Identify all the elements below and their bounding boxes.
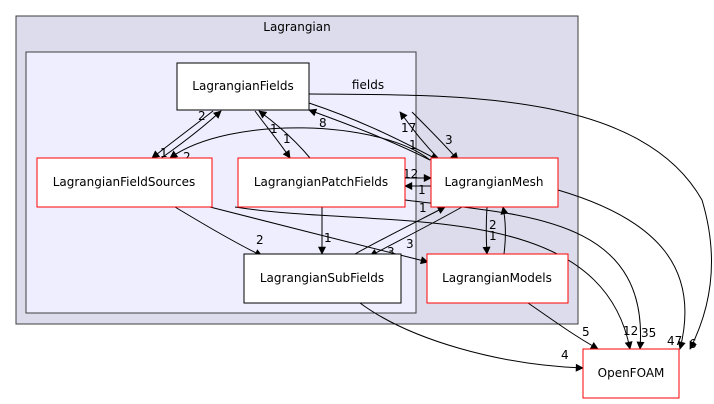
edge-label-mesh-to-models: 2 <box>489 218 497 232</box>
edge-label-sub-to-mesh: 1 <box>419 201 427 215</box>
edge-label-fs-to-fields: 2 <box>198 109 206 123</box>
edge-label-patch-to-openfoam: 35 <box>641 326 656 340</box>
edge-label-fs-to-sub: 2 <box>256 233 264 247</box>
node-label-lagrangian-patch-fields: LagrangianPatchFields <box>254 175 388 189</box>
edge-label-fs-to-openfoam: 12 <box>623 324 638 338</box>
node-openfoam[interactable]: OpenFOAM <box>582 348 680 399</box>
node-label-lagrangian-field-sources: LagrangianFieldSources <box>53 175 196 189</box>
edge-label-fields-to-mesh-a: 1 <box>409 138 417 152</box>
edge-mesh-to-fs <box>169 127 431 161</box>
edge-mesh-to-fields-a <box>308 108 431 161</box>
edge-label-mesh-to-openfoam: 47 <box>667 334 682 348</box>
edge-label-models-to-openfoam: 5 <box>582 325 590 339</box>
edge-fs-to-models <box>209 206 429 265</box>
node-label-lagrangian-sub-fields: LagrangianSubFields <box>260 271 384 285</box>
edge-label-patch-to-mesh: 12 <box>403 167 418 181</box>
node-label-lagrangian-models: LagrangianModels <box>442 271 552 285</box>
edge-label-mesh-to-fields-b: 17 <box>401 121 416 135</box>
edge-fields-to-fs <box>151 110 214 159</box>
node-lagrangian-models[interactable]: LagrangianModels <box>426 253 569 304</box>
edge-sub-to-openfoam <box>359 302 584 372</box>
edge-label-patch-to-sub: 1 <box>324 231 332 245</box>
edge-fields-to-mesh-a <box>308 102 439 161</box>
node-lagrangian-field-sources[interactable]: LagrangianFieldSources <box>36 157 213 208</box>
edge-fields-to-mesh-b <box>411 111 459 161</box>
fields-cluster-label: fields <box>352 78 384 92</box>
edges <box>151 93 712 372</box>
edge-label-fs-to-models: 3 <box>406 237 414 251</box>
edge-mesh-to-openfoam <box>557 189 686 350</box>
edge-label-mesh-to-patch: 1 <box>418 183 426 197</box>
edge-label-sub-to-openfoam: 4 <box>561 348 569 362</box>
node-lagrangian-mesh[interactable]: LagrangianMesh <box>430 157 559 208</box>
edge-label-fields-to-mesh-b: 3 <box>445 133 453 147</box>
edge-mesh-to-sub <box>369 206 463 257</box>
edge-fs-to-fields <box>159 110 222 160</box>
edge-fields-to-openfoam <box>308 93 712 350</box>
edge-models-to-mesh <box>500 206 509 255</box>
edge-label-models-to-mesh: 1 <box>489 229 497 243</box>
node-lagrangian-fields[interactable]: LagrangianFields <box>176 62 310 111</box>
node-label-lagrangian-mesh: LagrangianMesh <box>444 175 543 189</box>
lagrangian-cluster-label: Lagrangian <box>263 20 330 34</box>
node-label-lagrangian-fields: LagrangianFields <box>192 79 293 93</box>
edge-label-fields-to-openfoam: 6 <box>689 337 697 351</box>
edge-label-fields-to-fs: 1 <box>160 146 168 160</box>
node-lagrangian-patch-fields[interactable]: LagrangianPatchFields <box>237 157 406 208</box>
edge-label-mesh-to-fields-a: 8 <box>319 116 327 130</box>
edge-label-mesh-to-fs: 2 <box>183 150 191 164</box>
edge-models-to-openfoam <box>527 302 599 350</box>
edge-fs-to-sub <box>174 206 263 257</box>
edge-label-patch-to-fields: 1 <box>283 132 291 146</box>
edge-labels: 2 1 1 1 8 17 1 3 2 12 1 2 1 1 3 3 2 1 4 … <box>160 109 697 362</box>
edge-mesh-to-fields-b <box>399 111 441 161</box>
edge-label-fields-to-patch: 1 <box>270 122 278 136</box>
node-label-openfoam: OpenFOAM <box>598 366 665 380</box>
edge-fields-to-patch <box>254 110 291 159</box>
edge-fs-to-openfoam <box>234 206 633 350</box>
node-lagrangian-sub-fields[interactable]: LagrangianSubFields <box>243 253 402 304</box>
edge-label-mesh-to-sub: 3 <box>387 245 395 259</box>
edge-sub-to-mesh <box>354 206 446 255</box>
edge-patch-to-fields <box>258 110 311 159</box>
edge-mesh-to-models <box>482 206 491 255</box>
